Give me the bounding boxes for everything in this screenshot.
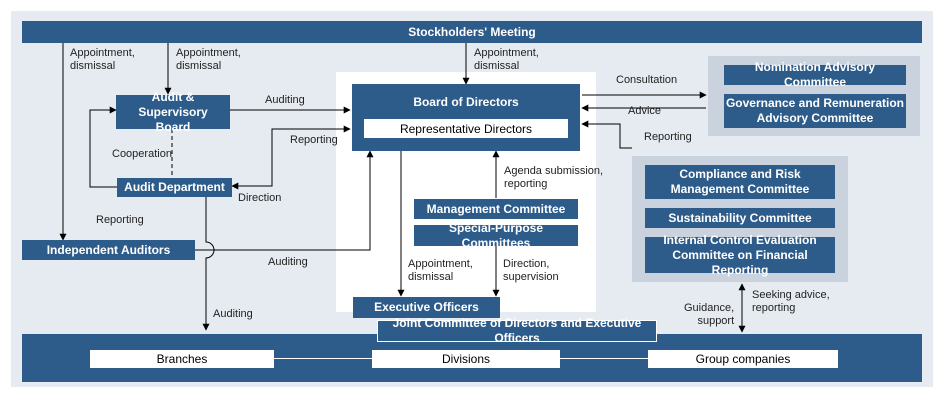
line-dept-branches <box>202 196 215 331</box>
label-consultation: Consultation <box>616 74 678 86</box>
audit-department: Audit Department <box>117 178 232 197</box>
label-agenda: Agenda submission, reporting <box>504 165 604 190</box>
branches-box: Branches <box>90 350 274 368</box>
group-companies-box: Group companies <box>648 350 838 368</box>
label-seeking-advice: Seeking advice, reporting <box>752 289 830 314</box>
label-cooperation: Cooperation <box>112 148 172 160</box>
internal-control-committee: Internal Control Evaluation Committee on… <box>645 233 835 277</box>
executive-officers: Executive Officers <box>353 297 500 318</box>
line-auditors-board <box>195 150 374 251</box>
label-direction: Direction <box>238 192 282 204</box>
label-auditing-branches: Auditing <box>213 308 253 320</box>
governance-remuneration-committee: Governance and Remuneration Advisory Com… <box>724 94 906 128</box>
band-connector-right <box>560 358 648 359</box>
representative-directors: Representative Directors <box>364 119 568 138</box>
label-reporting-auditors: Reporting <box>96 214 144 226</box>
management-committee: Management Committee <box>414 199 578 219</box>
joint-committee: Joint Committee of Directors and Executi… <box>377 316 657 345</box>
label-appointment-board: Appointment, dismissal <box>474 47 539 72</box>
board-of-directors: Board of Directors <box>352 84 580 151</box>
label-guidance: Guidance, support <box>684 302 735 327</box>
compliance-risk-committee: Compliance and Risk Management Committee <box>645 165 835 199</box>
label-auditing-auditors: Auditing <box>268 256 308 268</box>
special-purpose-committees: Special-Purpose Committees <box>414 221 578 250</box>
label-appointment-auditboard: Appointment, dismissal <box>176 47 241 72</box>
label-appointment-auditors: Appointment, dismissal <box>70 47 135 72</box>
line-reporting-direction <box>231 125 351 190</box>
independent-auditors: Independent Auditors <box>22 240 195 260</box>
label-auditing-top: Auditing <box>265 94 305 106</box>
label-reporting-committees: Reporting <box>644 131 692 143</box>
sustainability-committee: Sustainability Committee <box>645 208 835 228</box>
line-dept-auditboard <box>89 106 117 188</box>
audit-supervisory-board: Audit & Supervisory Board <box>116 90 230 134</box>
line-committees-reporting <box>581 120 632 149</box>
label-direction-supervision: Direction, supervision <box>503 258 559 283</box>
band-connector-left <box>274 358 372 359</box>
label-advice: Advice <box>628 105 662 117</box>
stockholders-meeting: Stockholders' Meeting <box>22 21 922 43</box>
label-appointment-exec: Appointment, dismissal <box>408 258 473 283</box>
nomination-advisory-committee: Nomination Advisory Committee <box>724 60 906 89</box>
label-reporting-board: Reporting <box>290 134 338 146</box>
divisions-box: Divisions <box>372 350 560 368</box>
board-title: Board of Directors <box>413 95 519 109</box>
